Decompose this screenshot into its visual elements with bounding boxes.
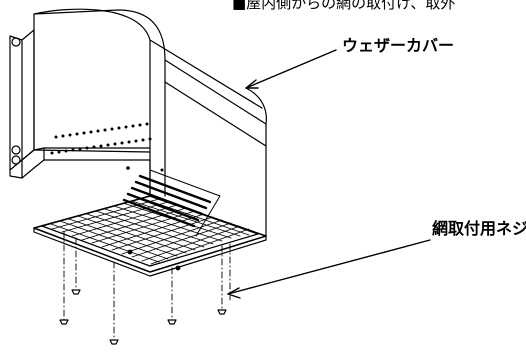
- weather-cover-label: ウェザーカバー: [342, 36, 455, 55]
- callout-arrows: [227, 49, 431, 299]
- weather-cover-hood: [33, 8, 267, 237]
- mounting-screws: [59, 231, 231, 345]
- left-flange: [9, 29, 35, 179]
- mounting-screw-label: 網取付用ネジ: [432, 219, 526, 238]
- screw-icon: [59, 289, 227, 345]
- mesh-screen: [33, 169, 267, 277]
- page-title: ■屋内側からの網の取付け、取外: [232, 0, 456, 12]
- ventilation-holes: [50, 122, 164, 172]
